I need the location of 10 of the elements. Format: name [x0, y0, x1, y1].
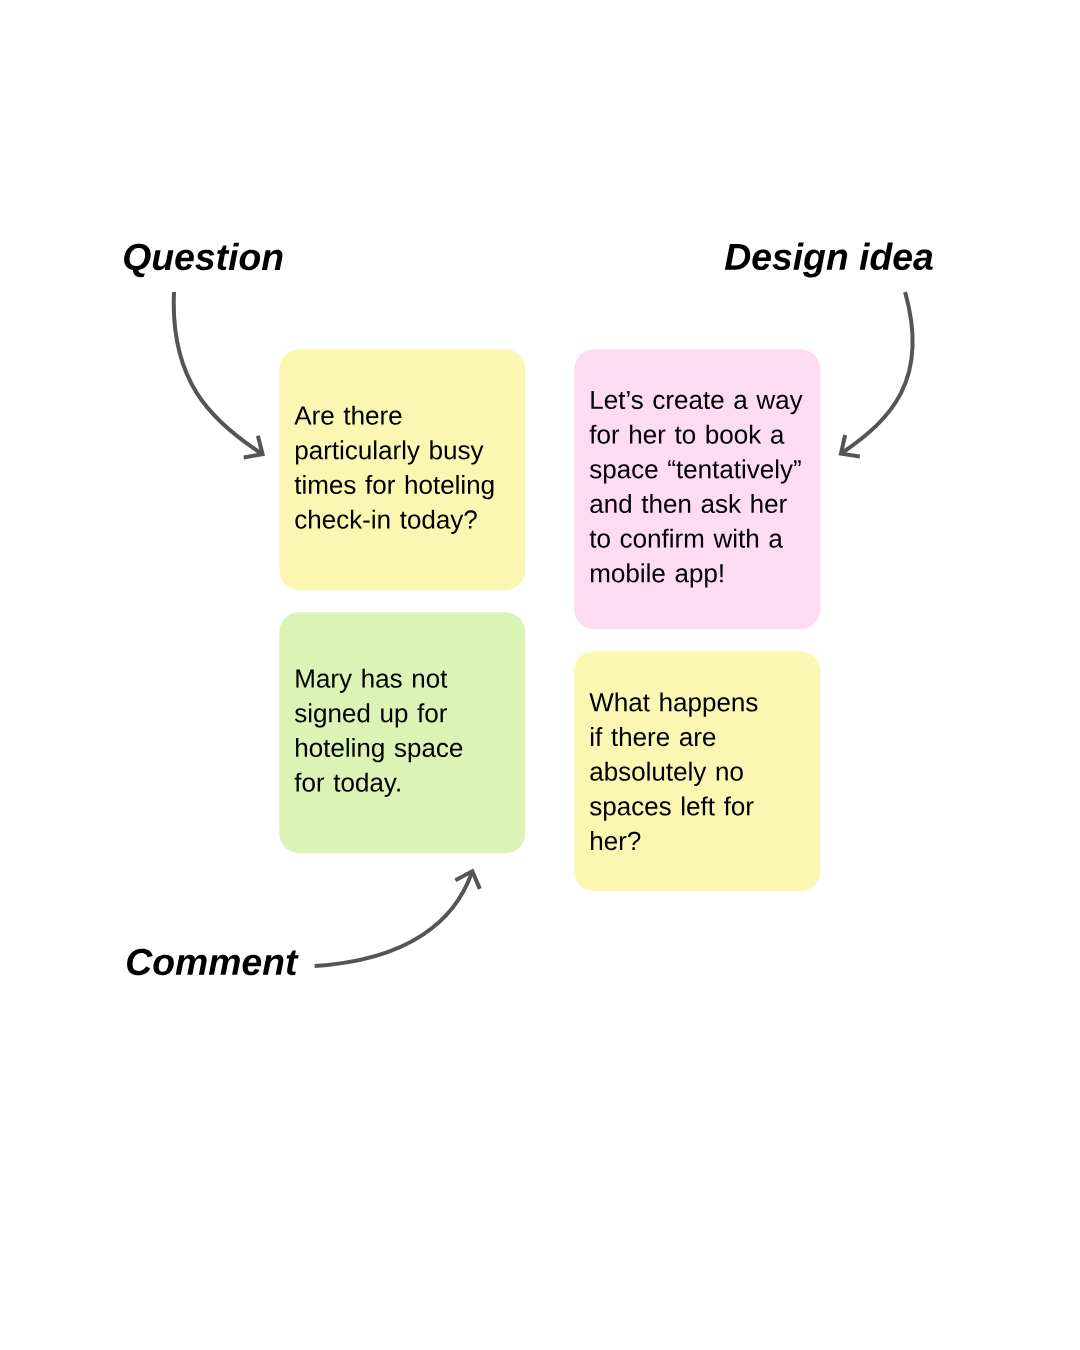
handwritten-label: Question	[124, 242, 283, 278]
curved-arrow	[838, 291, 915, 459]
sticky-note: What happens if there are absolutely no spaces left for her?	[574, 651, 821, 892]
sticky-note: Let’s create a way for her to book a space “tentatively” and then ask her to confirm with a mobile app!	[574, 349, 821, 630]
sticky-note: Are there particularly busy times for hoteling check-in today?	[279, 349, 526, 591]
curved-arrow	[171, 292, 265, 460]
sticky-note: Mary has not signed up for hoteling space for today.	[279, 612, 526, 854]
curved-arrow	[314, 868, 482, 968]
handwritten-label: Design idea	[724, 242, 933, 278]
handwritten-label: Comment	[127, 948, 299, 976]
